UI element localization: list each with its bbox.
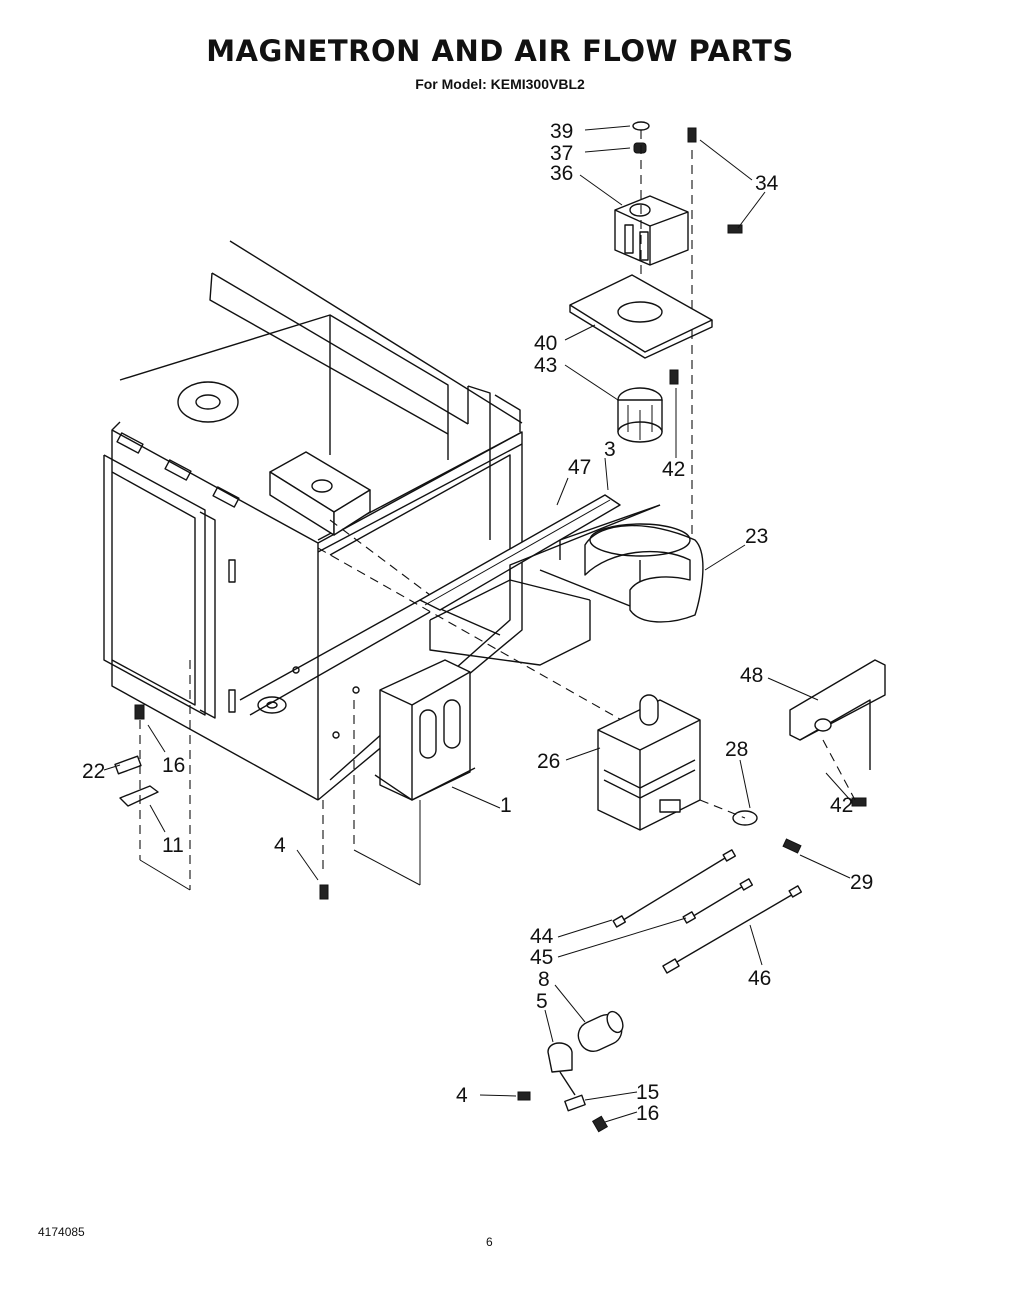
callout-39: 39 [550,120,573,143]
air-duct [419,494,661,666]
callout-8: 8 [538,968,550,991]
callout-labels: 39 37 36 34 40 43 42 3 47 23 48 26 28 1 … [82,120,873,1125]
callout-5: 5 [536,990,548,1013]
callout-34: 34 [755,172,779,195]
callout-4-upper: 4 [274,834,286,857]
callout-22: 22 [82,760,105,783]
callout-11: 11 [162,834,184,857]
callout-15: 15 [636,1081,659,1104]
oven-cabinet [103,150,693,890]
callout-28: 28 [725,738,748,761]
callout-36: 36 [550,162,573,185]
callout-1: 1 [500,794,512,817]
page-title: MAGNETRON AND AIR FLOW PARTS [206,34,794,68]
blower-housing [584,523,704,623]
callout-4-lower: 4 [456,1084,468,1107]
callout-46: 46 [748,967,771,990]
document-number: 4174085 [38,1225,85,1239]
callout-3: 3 [604,438,616,461]
callout-44: 44 [530,925,554,948]
callout-40: 40 [534,332,557,355]
callout-45: 45 [530,946,553,969]
model-subtitle: For Model: KEMI300VBL2 [415,76,585,92]
callout-47: 47 [568,456,591,479]
magnetron [597,694,701,831]
callout-42-lower: 42 [830,794,853,817]
callout-16-left: 16 [162,754,185,777]
fan-motor-assembly [569,121,743,443]
transformer [353,659,476,886]
small-hardware [114,659,886,900]
callout-43: 43 [534,354,557,377]
callout-29: 29 [850,871,873,894]
capacitor-assembly [517,1010,624,1133]
callout-42-upper: 42 [662,458,685,481]
callout-37: 37 [550,142,573,165]
callout-leaders [103,125,853,1123]
wire-harnesses [612,849,803,974]
callout-23: 23 [745,525,768,548]
callout-26: 26 [537,750,560,773]
callout-16-lower: 16 [636,1102,659,1125]
callout-48: 48 [740,664,763,687]
page-number: 6 [486,1235,493,1249]
